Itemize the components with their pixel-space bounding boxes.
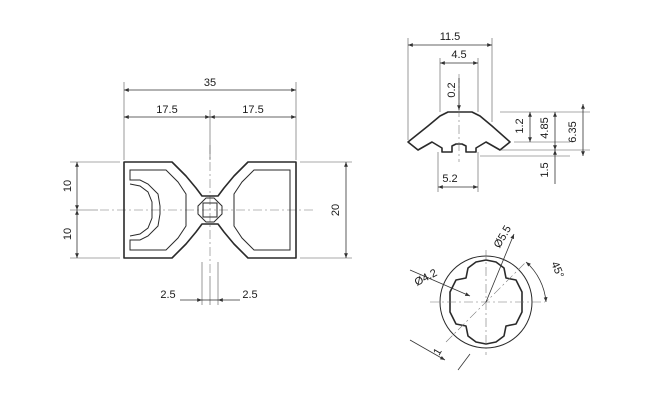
dim-slot-inner-width: 4.5 (451, 49, 466, 61)
dim-core-outer-dia: Ø5.5 (492, 224, 514, 251)
slot-detail-view: 11.5 4.5 0.2 5.2 1.2 4.85 6.35 1.5 (407, 31, 590, 192)
core-detail-view: Ø5.5 Ø4.2 45° 1 (409, 224, 566, 371)
dim-slot-width-total: 11.5 (440, 31, 461, 43)
dim-core-inner-dia: Ø4.2 (413, 267, 440, 289)
dim-half-left: 17.5 (156, 104, 177, 116)
dim-slot-left: 2.5 (160, 289, 175, 301)
dim-core-wall: 1 (431, 346, 444, 357)
dim-slot-h2: 4.85 (539, 117, 551, 138)
dim-slot-h3: 6.35 (567, 121, 579, 142)
dim-slot-lip: 1.5 (539, 162, 551, 177)
dim-core-angle: 45° (548, 260, 565, 280)
dim-slot-h1: 1.2 (514, 118, 526, 133)
dim-slot-opening: 5.2 (442, 173, 457, 185)
dim-slot-right: 2.5 (242, 289, 257, 301)
dim-width-total: 35 (204, 77, 216, 89)
profile-front-view: 35 17.5 17.5 10 10 20 2.5 2.5 (62, 77, 352, 305)
dim-height-top: 10 (62, 180, 74, 192)
dim-height-bottom: 10 (62, 228, 74, 240)
profile-outline (123, 161, 297, 259)
dim-height-total: 20 (330, 204, 342, 216)
dim-half-right: 17.5 (242, 104, 263, 116)
dim-slot-depth-small: 0.2 (446, 82, 458, 97)
